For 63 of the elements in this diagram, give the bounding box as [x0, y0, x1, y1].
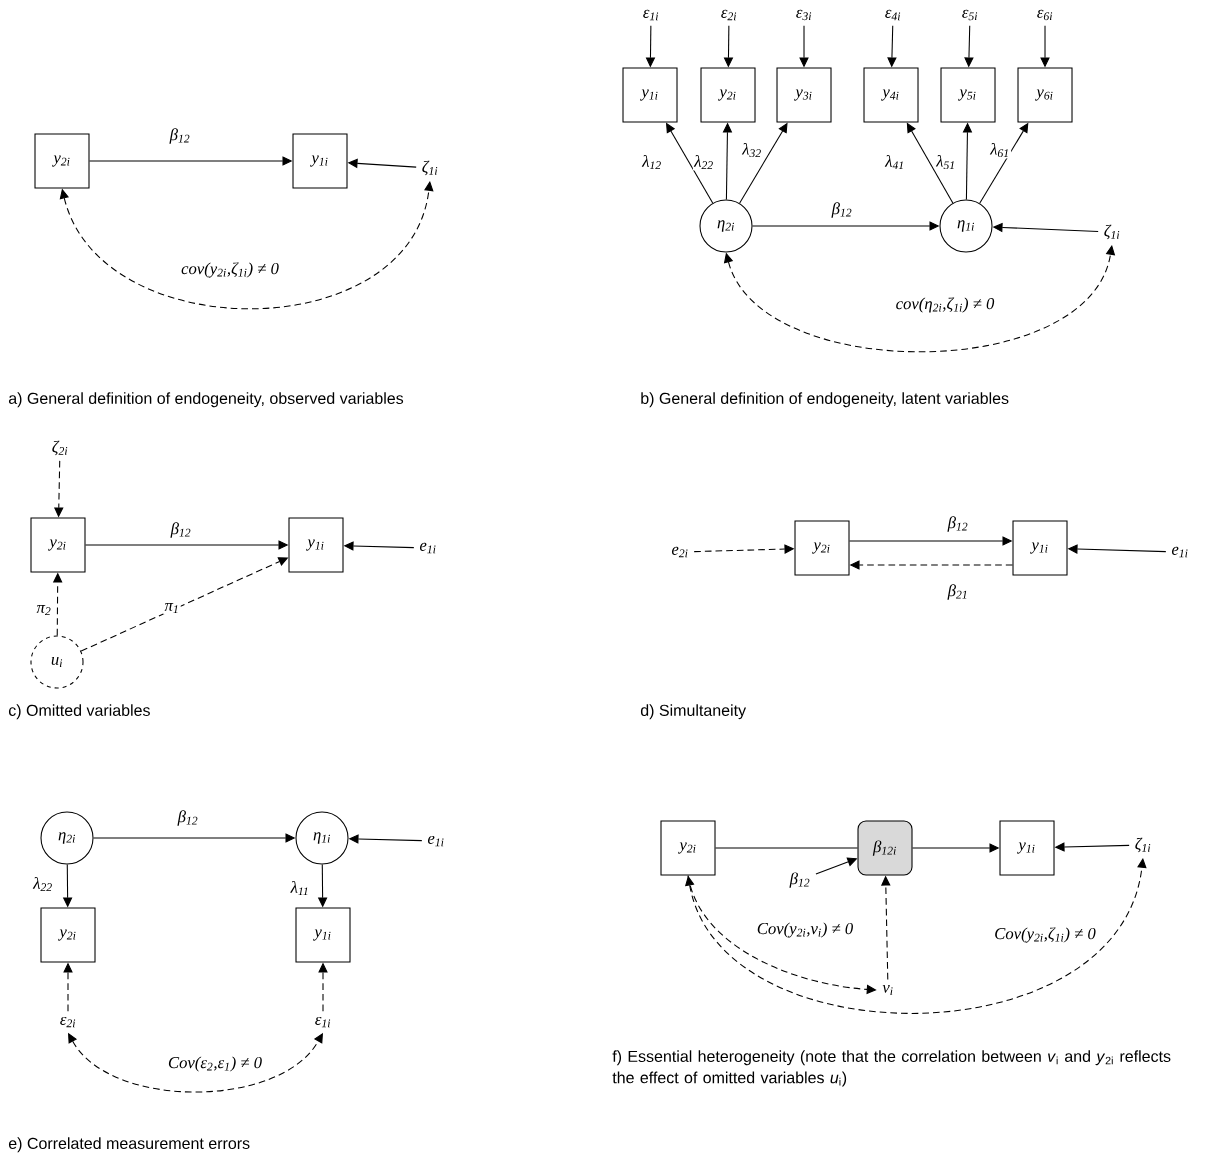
edge-label: λ$_{22}$	[31, 875, 55, 893]
variable-label: ζ$_{1i}$	[1104, 224, 1120, 240]
variable-label: ε$_{2i}$	[721, 9, 737, 21]
panel-caption: c) Omitted variables	[8, 704, 150, 720]
edge-label: π$_{2}$	[35, 603, 53, 617]
variable-box: y$_{5i}$	[940, 67, 996, 123]
variable-label: v$_{i}$	[882, 985, 893, 996]
variable-box: y$_{1i}$	[288, 517, 344, 573]
variable-box: y$_{1i}$	[292, 133, 348, 189]
edge-label: β$_{12}$	[168, 127, 192, 145]
variable-box: y$_{2i}$	[794, 520, 850, 576]
edge-label: Cov(ε$_{2}$,ε$_{1}$) ≠ 0	[166, 1055, 264, 1073]
edge-label: λ$_{12}$	[640, 153, 664, 171]
edge-label: Cov(y$_{2i}$,v$_{i}$) ≠ 0	[755, 921, 855, 939]
variable-box: y$_{1i}$	[622, 67, 678, 123]
coefficient-box: β$_{12i}$	[857, 820, 913, 876]
panel-caption: d) Simultaneity	[640, 704, 747, 720]
variable-box: y$_{4i}$	[863, 67, 919, 123]
variable-label: ζ$_{1i}$	[422, 160, 438, 176]
edge-label: β$_{12}$	[830, 201, 854, 219]
variable-box: y$_{2i}$	[34, 133, 90, 189]
edge-label: Cov(y$_{2i}$,ζ$_{1i}$) ≠ 0	[992, 926, 1098, 944]
variable-box: y$_{2i}$	[40, 907, 96, 963]
variable-box: y$_{3i}$	[776, 67, 832, 123]
variable-label: e$_{1i}$	[427, 835, 444, 847]
edge-label: λ$_{41}$	[883, 153, 907, 171]
edge-label: λ$_{51}$	[934, 153, 958, 171]
edge-label: β$_{12}$	[169, 521, 193, 539]
variable-label: ε$_{3i}$	[796, 9, 812, 21]
variable-label: ε$_{1i}$	[315, 1016, 331, 1028]
edge-label: λ$_{32}$	[740, 141, 764, 159]
panel-caption: b) General definition of endogeneity, latent variables	[641, 392, 1009, 408]
variable-label: ε$_{1i}$	[643, 9, 659, 21]
edge-label: cov(y$_{2i}$,ζ$_{1i}$) ≠ 0	[179, 261, 281, 279]
edge-label: λ$_{11}$	[289, 879, 311, 897]
variable-label: ε$_{5i}$	[962, 9, 978, 21]
variable-box: y$_{2i}$	[700, 67, 756, 123]
variable-box: y$_{2i}$	[660, 820, 716, 876]
edge-label: λ$_{61}$	[988, 141, 1012, 159]
variable-box: y$_{1i}$	[1012, 520, 1068, 576]
variable-box: y$_{6i}$	[1017, 67, 1073, 123]
variable-label: β$_{12}$	[789, 872, 810, 888]
variable-label: ζ$_{1i}$	[1135, 837, 1151, 853]
connector-line	[715, 847, 858, 849]
variable-label: e$_{2i}$	[671, 546, 688, 558]
panel-caption: e) Correlated measurement errors	[8, 1137, 250, 1153]
variable-box: y$_{2i}$	[30, 517, 86, 573]
variable-box: y$_{1i}$	[999, 820, 1055, 876]
panel-caption: a) General definition of endogeneity, observed variables	[8, 392, 404, 408]
variable-label: e$_{1i}$	[419, 542, 436, 554]
variable-box: y$_{1i}$	[295, 907, 351, 963]
variable-label: ζ$_{2i}$	[52, 440, 68, 456]
edge-label: λ$_{22}$	[692, 153, 716, 171]
variable-label: e$_{1i}$	[1171, 546, 1188, 558]
variable-label: ε$_{4i}$	[885, 9, 901, 21]
edge-label: β$_{21}$	[946, 583, 970, 601]
edge-label: β$_{12}$	[946, 515, 970, 533]
variable-label: ε$_{6i}$	[1037, 9, 1053, 21]
variable-label: ε$_{2i}$	[60, 1016, 76, 1028]
edge-label: β$_{12}$	[176, 809, 200, 827]
edge-label: π$_{1}$	[163, 601, 181, 615]
panel-caption: f) Essential heterogeneity (note that the correlation between v$_{i}$ and y$_{2i}$ reflects the effect of omitted variables u$_{i}$)	[612, 1050, 1171, 1087]
edge-label: cov(η$_{2i}$,ζ$_{1i}$) ≠ 0	[894, 296, 996, 314]
